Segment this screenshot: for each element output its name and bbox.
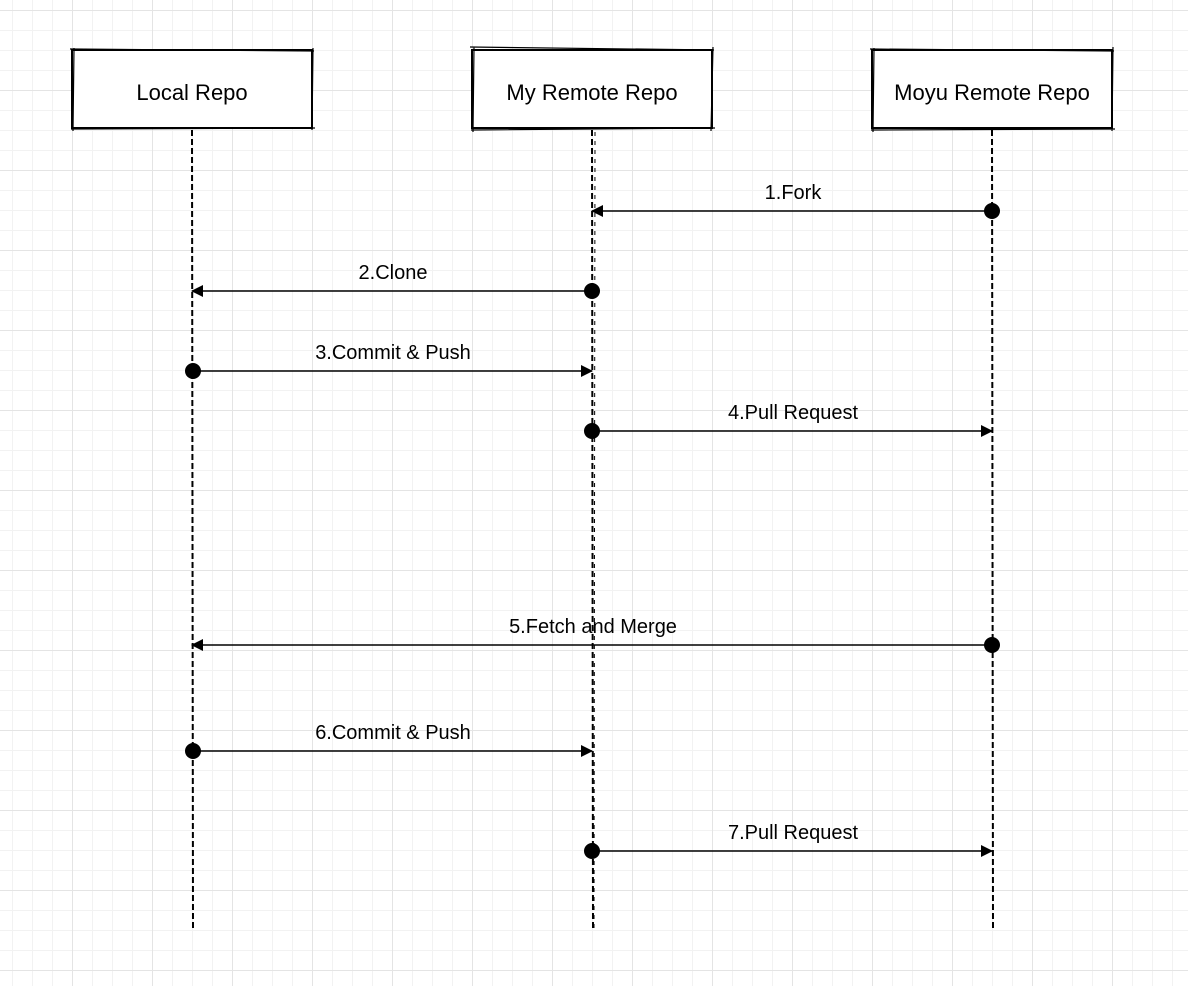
message-commit-push-2[interactable]: 6.Commit & Push [185, 722, 593, 759]
message-pull-request-2-origin-dot [584, 843, 600, 859]
message-fetch-merge-origin-dot [984, 637, 1000, 653]
actor-my-remote-repo-label: My Remote Repo [506, 80, 677, 105]
message-commit-push-2-label: 6.Commit & Push [315, 722, 471, 744]
message-pull-request-1-label: 4.Pull Request [728, 402, 859, 424]
message-clone-origin-dot [584, 283, 600, 299]
message-commit-push-1[interactable]: 3.Commit & Push [185, 342, 593, 379]
message-clone-label: 2.Clone [359, 262, 428, 284]
actor-moyu-remote-repo[interactable]: Moyu Remote Repo [869, 46, 1116, 133]
lifeline-moyu [991, 129, 994, 931]
message-fork[interactable]: 1.Fork [591, 182, 1000, 219]
message-pull-request-1[interactable]: 4.Pull Request [584, 402, 993, 439]
actor-local-repo-label: Local Repo [136, 80, 247, 105]
message-fork-origin-dot [984, 203, 1000, 219]
message-pull-request-2[interactable]: 7.Pull Request [584, 822, 993, 859]
message-fetch-merge-label: 5.Fetch and Merge [509, 616, 677, 638]
message-pull-request-1-origin-dot [584, 423, 600, 439]
actor-my-remote-repo[interactable]: My Remote Repo [469, 46, 716, 133]
message-commit-push-1-origin-dot [185, 363, 201, 379]
message-clone[interactable]: 2.Clone [191, 262, 600, 299]
actor-moyu-remote-repo-label: Moyu Remote Repo [894, 80, 1090, 105]
lifeline-mine [591, 129, 596, 931]
message-fork-label: 1.Fork [765, 182, 823, 204]
message-fetch-merge[interactable]: 5.Fetch and Merge [191, 616, 1000, 653]
actor-local-repo[interactable]: Local Repo [69, 47, 316, 132]
message-commit-push-2-origin-dot [185, 743, 201, 759]
message-commit-push-1-label: 3.Commit & Push [315, 342, 471, 364]
message-pull-request-2-label: 7.Pull Request [728, 822, 859, 844]
lifeline-local [191, 129, 194, 931]
